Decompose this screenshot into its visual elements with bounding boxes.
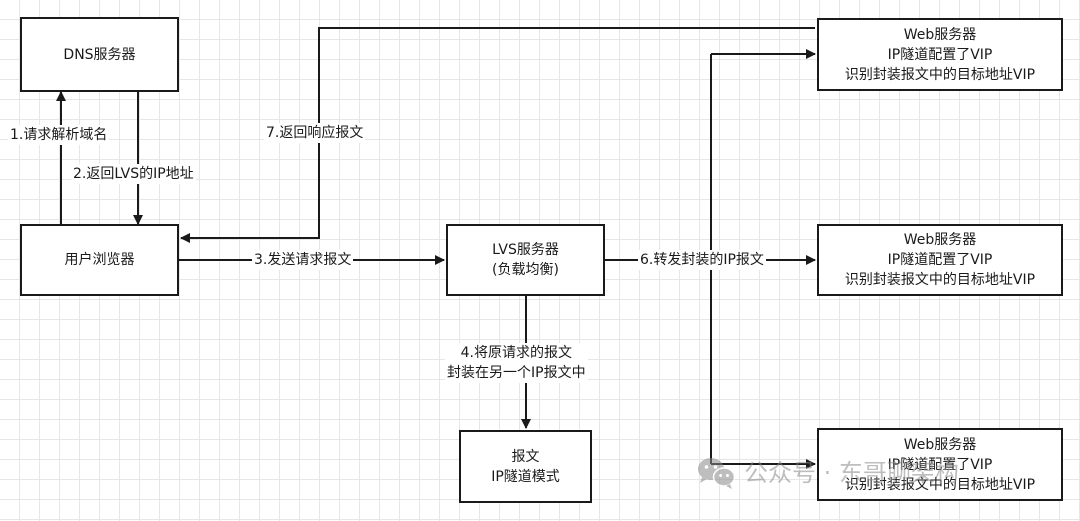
- edge-label-encapsulate-line-1: 4.将原请求的报文: [460, 345, 572, 361]
- lvs-server-title: LVS服务器: [492, 242, 559, 258]
- web-server-node-3: Web服务器 IP隧道配置了VIP 识别封装报文中的目标地址VIP: [817, 428, 1063, 501]
- edge-label-response: 7.返回响应报文: [264, 123, 366, 143]
- dns-server-node: DNS服务器: [20, 17, 179, 92]
- edge-label-encapsulate: 4.将原请求的报文 封装在另一个IP报文中: [445, 343, 588, 383]
- web-server-vip-detect: 识别封装报文中的目标地址VIP: [844, 476, 1036, 493]
- edge-label-send-request: 3.发送请求报文: [252, 250, 354, 270]
- packet-title: 报文: [511, 448, 540, 465]
- web-server-node-1: Web服务器 IP隧道配置了VIP 识别封装报文中的目标地址VIP: [817, 18, 1063, 91]
- web-server-vip-detect: 识别封装报文中的目标地址VIP: [844, 272, 1036, 288]
- dns-server-label: DNS服务器: [63, 46, 136, 63]
- edge-label-encapsulate-line-2: 封装在另一个IP报文中: [447, 365, 586, 381]
- edge-label-return-lvs-ip: 2.返回LVS的IP地址: [71, 164, 196, 184]
- browser-node: 用户浏览器: [20, 224, 179, 296]
- web-server-title: Web服务器: [903, 436, 977, 453]
- web-server-vip-config: IP隧道配置了VIP: [887, 252, 993, 268]
- edge-label-forward: 6.转发封装的IP报文: [638, 250, 766, 270]
- web-server-node-2: Web服务器 IP隧道配置了VIP 识别封装报文中的目标地址VIP: [817, 224, 1063, 296]
- web-server-title: Web服务器: [903, 232, 977, 248]
- watermark-text: 公众号 · 东哥聊架构: [744, 459, 959, 487]
- packet-mode: IP隧道模式: [491, 468, 560, 485]
- web-server-vip-config: IP隧道配置了VIP: [887, 46, 993, 63]
- lvs-server-node: LVS服务器 (负载均衡): [446, 224, 605, 296]
- browser-label: 用户浏览器: [64, 252, 135, 268]
- edge-label-request-dns: 1.请求解析域名: [8, 125, 110, 145]
- watermark: 公众号 · 东哥聊架构: [696, 456, 959, 490]
- packet-node: 报文 IP隧道模式: [459, 430, 592, 503]
- wechat-icon: [698, 458, 736, 489]
- lvs-server-subtitle: (负载均衡): [492, 262, 559, 278]
- web-server-title: Web服务器: [903, 26, 977, 43]
- web-server-vip-config: IP隧道配置了VIP: [887, 456, 993, 473]
- web-server-vip-detect: 识别封装报文中的目标地址VIP: [844, 66, 1036, 83]
